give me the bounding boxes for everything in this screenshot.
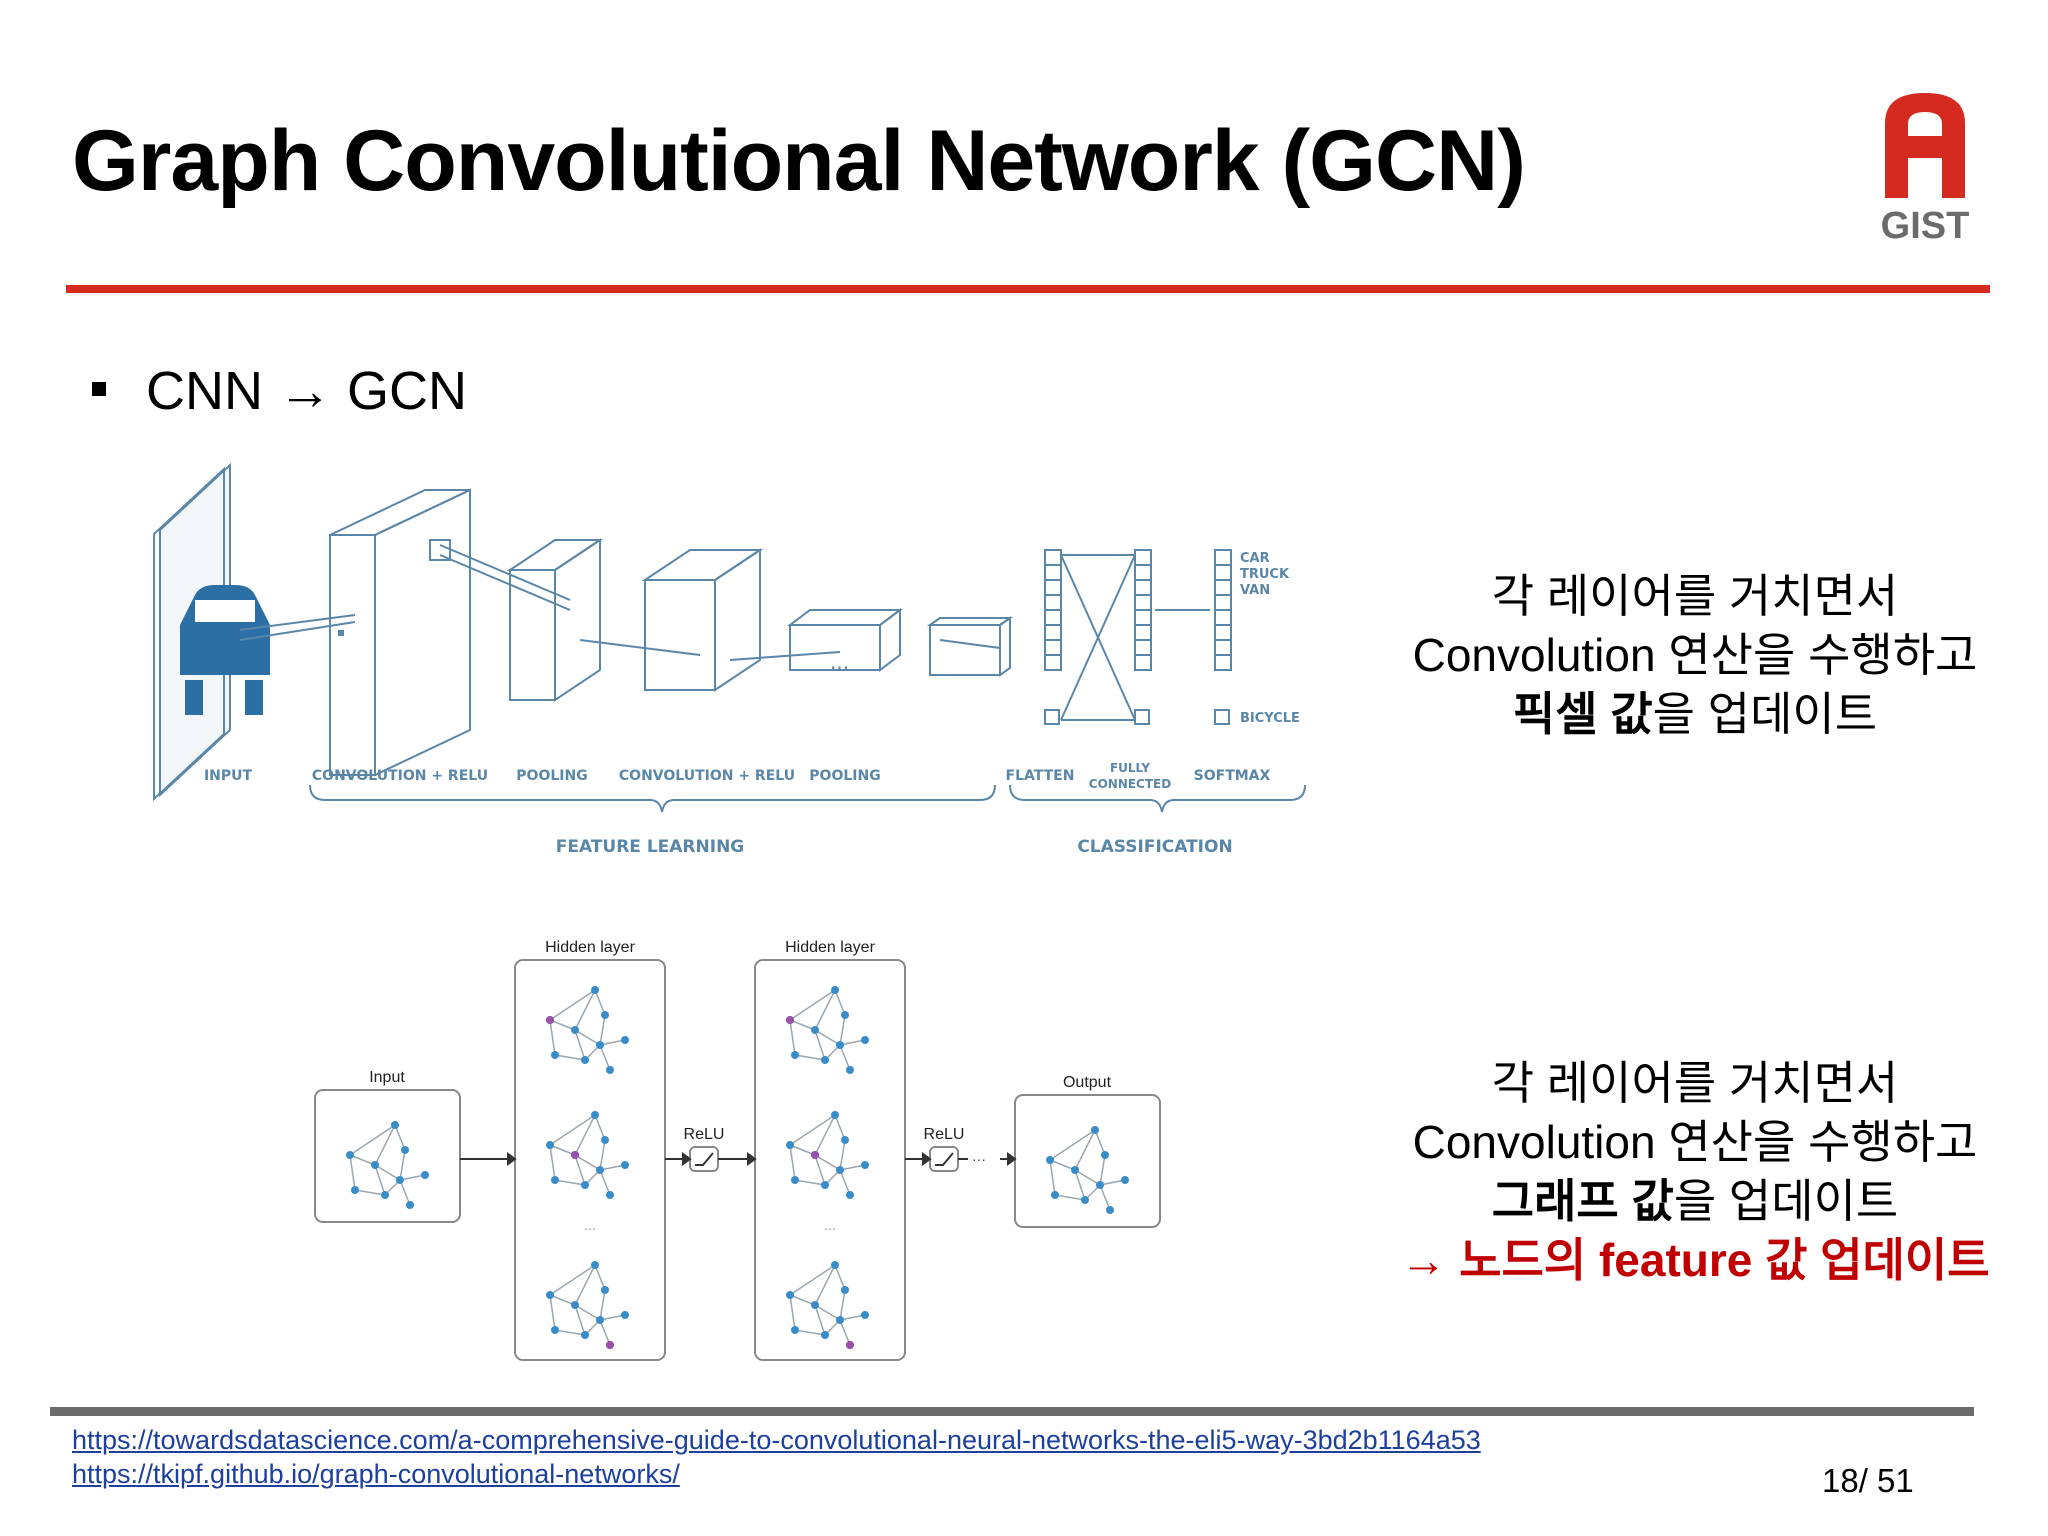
cnn-label-input: INPUT — [204, 768, 253, 784]
bullet-item: CNN → GCN — [92, 360, 467, 422]
side-text-highlight: → 노드의 feature 값 업데이트 — [1400, 1234, 1990, 1286]
class-car: CAR — [1240, 551, 1270, 566]
gcn-output-label: Output — [1063, 1074, 1112, 1091]
cnn-label-connected: CONNECTED — [1089, 777, 1171, 791]
cnn-label-classification: CLASSIFICATION — [1077, 837, 1232, 857]
side-text-bold: 픽셀 값 — [1512, 688, 1653, 740]
gcn-relu-1: ReLU — [684, 1126, 725, 1143]
gcn-hidden-layer-1: Hidden layer — [545, 939, 636, 956]
side-text-line: 그래프 값을 업데이트 — [1380, 1172, 2010, 1231]
cnn-label-pool2: POOLING — [809, 768, 880, 784]
class-van: VAN — [1240, 583, 1270, 598]
bullet-text: CNN → GCN — [146, 361, 467, 421]
reference-link-2[interactable]: https://tkipf.github.io/graph-convolutio… — [72, 1459, 680, 1489]
side-text-rest: 을 업데이트 — [1673, 1175, 1899, 1227]
cnn-label-conv2: CONVOLUTION + RELU — [619, 768, 795, 784]
gcn-relu-2: ReLU — [924, 1126, 965, 1143]
side-text-line: 각 레이어를 거치면서 — [1491, 570, 1899, 622]
cnn-label-feature-learning: FEATURE LEARNING — [556, 837, 745, 857]
gcn-diagram: ··· ... ... Hidden layer Hidden layer In… — [314, 939, 1161, 1361]
svg-text:···: ··· — [830, 656, 849, 680]
gcn-hidden-layer-2: Hidden layer — [785, 939, 876, 956]
gcn-ellipsis-2: ... — [824, 1217, 836, 1233]
cnn-diagram: ··· CAR TRUCK VAN BICYCLE INPUT CONVOLUT… — [153, 462, 1306, 857]
cnn-label-conv1: CONVOLUTION + RELU — [312, 768, 488, 784]
reference-link-1[interactable]: https://towardsdatascience.com/a-compreh… — [72, 1425, 1481, 1455]
slide-title: Graph Convolutional Network (GCN) — [72, 113, 1526, 209]
gcn-dots: ··· — [972, 1151, 986, 1167]
side-text-rest: 을 업데이트 — [1652, 688, 1878, 740]
side-text-gcn: 각 레이어를 거치면서 Convolution 연산을 수행하고 그래프 값을 … — [1380, 1054, 2010, 1290]
cnn-label-flatten: FLATTEN — [1006, 768, 1075, 784]
side-text-line: Convolution 연산을 수행하고 — [1412, 1116, 1978, 1168]
footer-divider — [50, 1407, 1974, 1416]
class-bicycle: BICYCLE — [1240, 711, 1300, 726]
gcn-ellipsis-1: ... — [584, 1217, 596, 1233]
side-text-line: 각 레이어를 거치면서 — [1491, 1057, 1899, 1109]
cnn-label-fully: FULLY — [1110, 761, 1150, 775]
title-divider — [66, 285, 1990, 293]
class-truck: TRUCK — [1240, 567, 1290, 582]
bullet-square-icon — [92, 381, 106, 396]
side-text-cnn: 각 레이어를 거치면서 Convolution 연산을 수행하고 픽셀 값을 업… — [1380, 567, 2010, 744]
gist-logo: GIST — [1881, 93, 1970, 247]
side-text-line: 픽셀 값을 업데이트 — [1380, 685, 2010, 744]
cnn-label-pool1: POOLING — [516, 768, 587, 784]
cnn-label-softmax: SOFTMAX — [1194, 768, 1271, 784]
gcn-input-label: Input — [369, 1069, 405, 1086]
logo-text: GIST — [1881, 205, 1970, 247]
side-text-line: Convolution 연산을 수행하고 — [1412, 629, 1978, 681]
side-text-bold: 그래프 값 — [1491, 1175, 1674, 1227]
page-number: 18/ 51 — [1822, 1462, 1914, 1499]
